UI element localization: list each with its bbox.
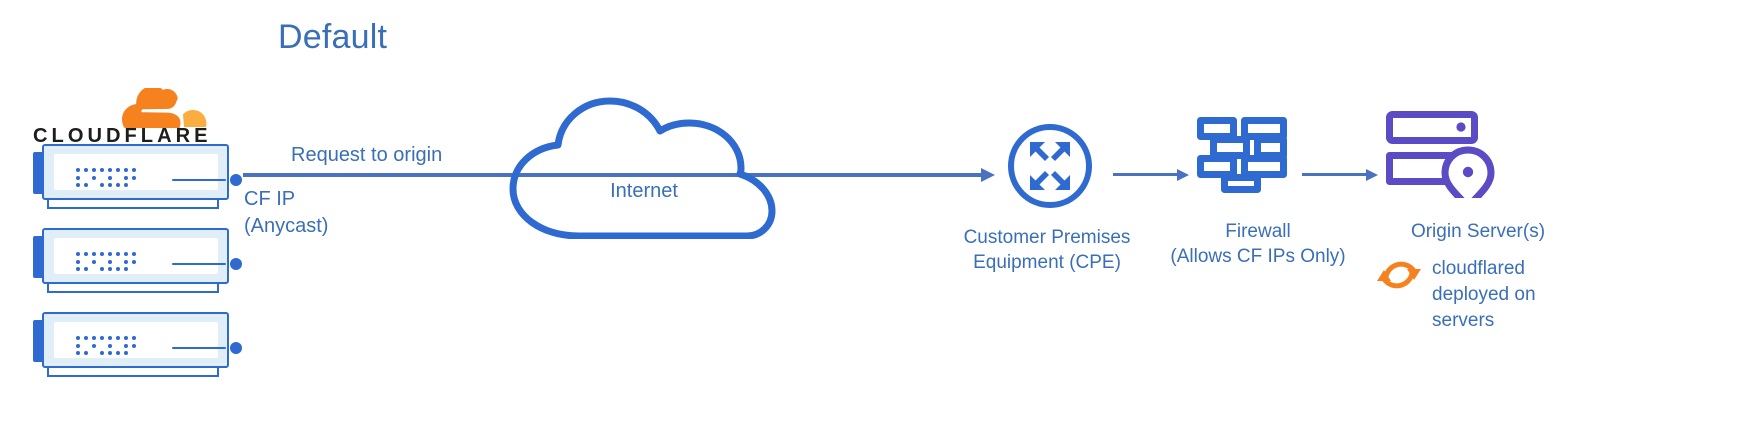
sync-arrows-icon — [1376, 252, 1422, 298]
firewall-label-line-1: Firewall — [1225, 221, 1291, 242]
arrow-shaft — [1302, 173, 1367, 177]
firewall-label: Firewall (Allows CF IPs Only) — [1124, 219, 1392, 269]
server-slot — [172, 263, 226, 266]
server-led — [230, 174, 242, 186]
arrow-head — [1366, 169, 1378, 181]
cloudflare-cloud-mark-icon — [122, 85, 208, 128]
origin-label-line-1: Origin Server(s) — [1410, 221, 1546, 242]
arrow-head — [981, 168, 995, 182]
cpe-label: Customer Premises Equipment (CPE) — [913, 225, 1181, 275]
cloudflared-line-3: servers — [1432, 310, 1495, 331]
server-led — [230, 258, 242, 270]
server-with-location-pin-icon — [1385, 110, 1497, 211]
rack-server-icon — [33, 228, 242, 294]
server-vents — [76, 168, 148, 190]
cloud-icon — [509, 97, 776, 240]
firewall-label-line-2: (Allows CF IPs Only) — [1170, 246, 1346, 267]
origin-server-label: Origin Server(s) — [1344, 219, 1612, 244]
cloudflare-wordmark: CLOUDFLARE — [33, 124, 212, 147]
cf-ip-line-1: CF IP — [244, 188, 296, 210]
request-to-origin-arrow — [243, 168, 995, 182]
cf-ip-line-2: (Anycast) — [244, 215, 329, 237]
internet-cloud: Internet — [505, 84, 783, 240]
server-vents — [76, 336, 148, 358]
page-title: Default — [278, 18, 388, 56]
server-chassis — [42, 312, 242, 368]
internet-label: Internet — [610, 180, 678, 202]
cloudflared-line-2: deployed on — [1432, 284, 1536, 305]
cloudflare-logo: CLOUDFLARE — [33, 85, 229, 148]
cf-ip-anycast-label: CF IP (Anycast) — [244, 186, 328, 240]
arrow-firewall-to-origin — [1302, 169, 1378, 181]
cloudflared-label: cloudflared deployed on servers — [1432, 256, 1536, 334]
server-chassis — [42, 228, 242, 284]
request-to-origin-label: Request to origin — [291, 144, 443, 166]
arrow-cpe-to-firewall — [1113, 169, 1189, 181]
cpe-label-line-2: Equipment (CPE) — [973, 252, 1121, 273]
arrow-head — [1177, 169, 1189, 181]
rack-server-icon — [33, 144, 242, 210]
router-converge-arrows-icon — [1006, 122, 1094, 210]
server-faceplate — [54, 238, 242, 274]
arrow-shaft — [243, 172, 983, 177]
brick-wall-icon — [1196, 116, 1288, 194]
arrow-shaft — [1113, 173, 1178, 177]
server-faceplate — [54, 322, 242, 358]
cloudflared-line-1: cloudflared — [1432, 258, 1525, 279]
server-chassis — [42, 144, 242, 200]
server-slot — [172, 179, 226, 182]
server-slot — [172, 347, 226, 350]
cpe-label-line-1: Customer Premises — [963, 227, 1131, 248]
server-faceplate — [54, 154, 242, 190]
server-vents — [76, 252, 148, 274]
rack-server-icon — [33, 312, 242, 378]
server-led — [230, 342, 242, 354]
